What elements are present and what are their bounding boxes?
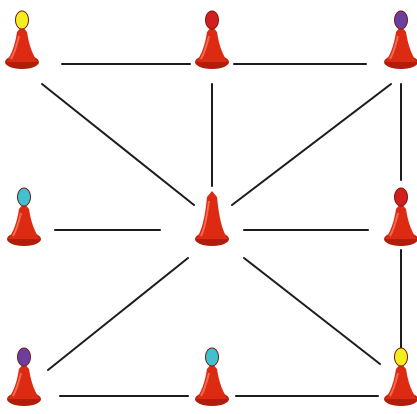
cone-tip bbox=[16, 11, 29, 29]
line-center-to-bottom-right bbox=[244, 258, 380, 364]
cone-tip bbox=[206, 348, 219, 366]
line-center-to-bottom-left bbox=[48, 258, 188, 370]
cone-body bbox=[385, 26, 417, 62]
game-pieces bbox=[5, 11, 417, 406]
cone-piece-top-center[interactable] bbox=[195, 11, 229, 69]
cone-piece-bottom-center[interactable] bbox=[195, 348, 229, 406]
cone-body bbox=[385, 363, 417, 399]
cone-piece-bottom-right[interactable] bbox=[384, 348, 417, 406]
cone-tip bbox=[395, 348, 408, 366]
cone-piece-bottom-left[interactable] bbox=[7, 348, 41, 406]
cone-tip bbox=[206, 11, 219, 29]
cone-piece-top-left[interactable] bbox=[5, 11, 39, 69]
cone-body bbox=[8, 203, 40, 239]
cone-tip bbox=[395, 188, 408, 206]
cone-piece-center[interactable] bbox=[195, 191, 229, 246]
cone-piece-top-right[interactable] bbox=[384, 11, 417, 69]
cone-tip bbox=[18, 348, 31, 366]
cone-body bbox=[6, 26, 38, 62]
cone-body bbox=[196, 363, 228, 399]
cone-piece-middle-right[interactable] bbox=[384, 188, 417, 246]
line-top-right-to-center bbox=[232, 84, 391, 205]
line-top-left-to-center bbox=[42, 84, 194, 205]
cone-body bbox=[385, 203, 417, 239]
cone-body bbox=[196, 191, 228, 239]
cone-tip bbox=[395, 11, 408, 29]
cone-tip bbox=[18, 188, 31, 206]
cone-body bbox=[8, 363, 40, 399]
cone-body bbox=[196, 26, 228, 62]
cone-piece-middle-left[interactable] bbox=[7, 188, 41, 246]
